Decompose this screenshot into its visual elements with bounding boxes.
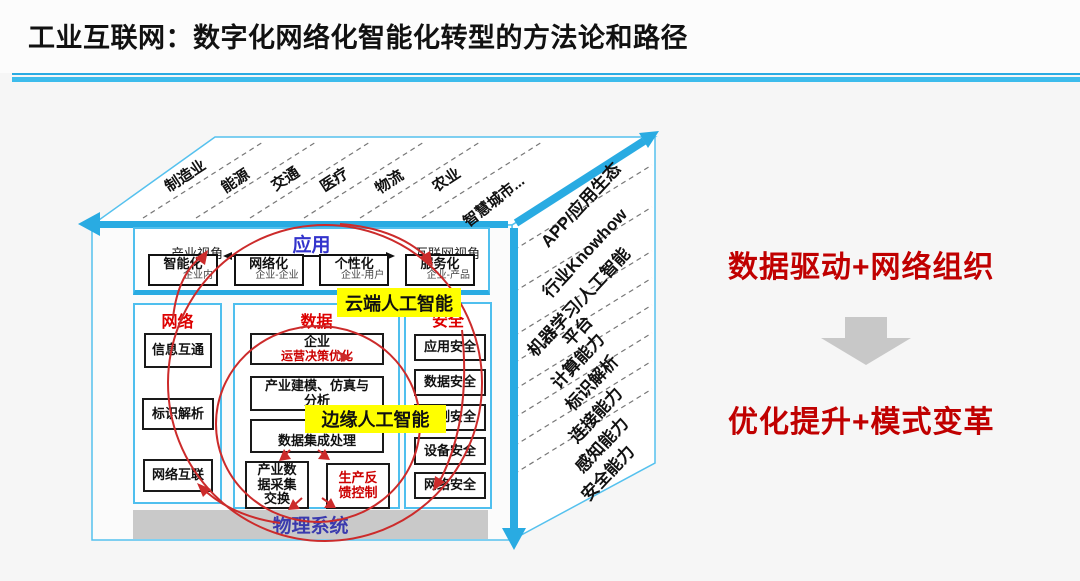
up-right-arrowhead-icon bbox=[639, 131, 659, 148]
app-box-servitized: 服务化 企业-产品 bbox=[404, 254, 475, 286]
data-driven-text: 数据驱动+网络组织 bbox=[728, 251, 995, 284]
collection-box: 产业数据采集交换 bbox=[245, 461, 309, 509]
cloud-ai-tag: 云端人工智能 bbox=[337, 288, 461, 317]
title-underline-thick bbox=[12, 77, 1080, 82]
edge-ai-tag: 边缘人工智能 bbox=[305, 405, 446, 433]
slide-header: 工业互联网：数字化网络化智能化转型的方法论和路径 bbox=[0, 0, 1080, 73]
network-box: 信息互通 bbox=[144, 333, 212, 368]
enterprise-box: 企业 运营决策优化 bbox=[250, 333, 384, 365]
front-face-content: 应用 产业视角 互联网视角 智能化 企业内 网络化 企业-企业 个性化 企业-用… bbox=[0, 85, 1080, 581]
page-title: 工业互联网：数字化网络化智能化转型的方法论和路径 bbox=[28, 23, 688, 53]
application-boxes-row: 智能化 企业内 网络化 企业-企业 个性化 企业-用户 服务化 企业-产品 bbox=[135, 254, 488, 286]
app-box-intelligent: 智能化 企业内 bbox=[148, 254, 218, 286]
feedback-control-box: 生产反馈控制 bbox=[326, 463, 390, 509]
network-column-title: 网络 bbox=[161, 314, 194, 331]
network-box: 网络互联 bbox=[143, 459, 213, 492]
industrial-internet-cube-diagram: 制造业 能源 交通 医疗 物流 农业 智慧城市... APP/应用生态 行业Kn… bbox=[0, 85, 1080, 581]
app-box-networked: 网络化 企业-企业 bbox=[233, 254, 304, 286]
application-section: 应用 产业视角 互联网视角 智能化 企业内 网络化 企业-企业 个性化 企业-用… bbox=[133, 227, 490, 295]
physical-system-bar: 物理系统 bbox=[133, 510, 488, 539]
network-column: 网络 信息互通 标识解析 网络互联 bbox=[133, 303, 222, 504]
left-arrowhead-icon bbox=[78, 212, 100, 236]
security-box: 数据安全 bbox=[414, 369, 486, 396]
security-box: 网络安全 bbox=[414, 472, 486, 499]
down-arrowhead-icon bbox=[502, 528, 526, 550]
right-face-dashed-lines bbox=[513, 164, 653, 475]
app-box-personalized: 个性化 企业-用户 bbox=[319, 254, 390, 286]
top-face-dashed-lines bbox=[142, 141, 543, 219]
gray-down-arrow-icon bbox=[821, 317, 911, 365]
network-box: 标识解析 bbox=[142, 398, 214, 430]
security-box: 设备安全 bbox=[414, 437, 486, 465]
security-box: 应用安全 bbox=[414, 334, 486, 361]
optimization-text: 优化提升+模式变革 bbox=[728, 406, 995, 439]
title-underline-thin bbox=[12, 73, 1080, 75]
